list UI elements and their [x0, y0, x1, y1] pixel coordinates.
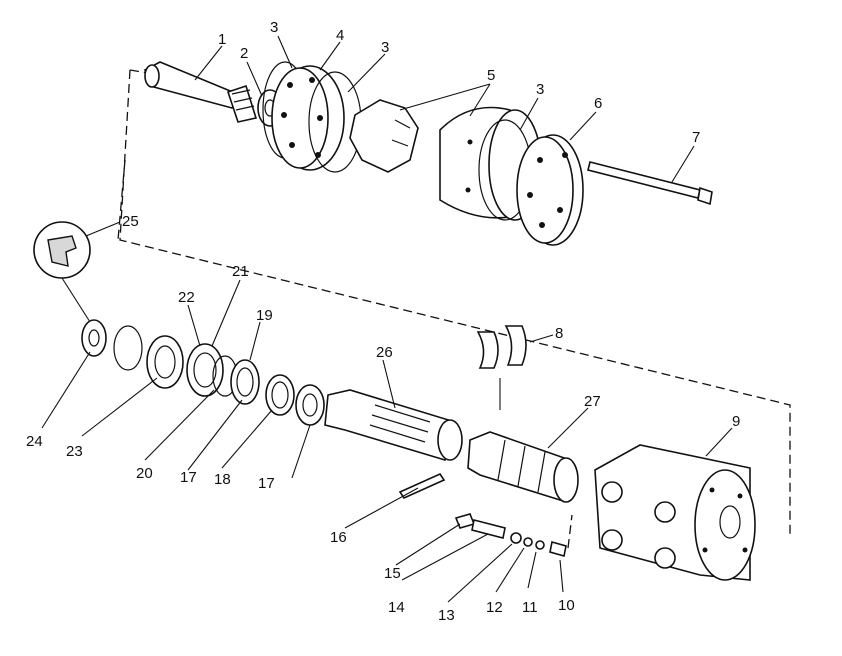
bushing: [146, 335, 184, 389]
callout-3a: 3: [270, 19, 278, 36]
callout-4: 4: [336, 27, 344, 44]
callout-14: 14: [388, 599, 405, 616]
callout-8: 8: [555, 325, 563, 342]
seal-ring-19: [230, 359, 260, 405]
shaft-seal: [81, 319, 107, 357]
leader-lines: [41, 35, 733, 603]
seal-detail-callout: [33, 221, 91, 323]
check-ball: [535, 540, 545, 550]
callout-22: 22: [178, 289, 195, 306]
callout-11: 11: [522, 599, 538, 616]
callout-numbers: 1 2 3 4 3 5 3 6 7 25 21 22 19 8 26 27 9 …: [26, 19, 740, 624]
callout-3b: 3: [381, 39, 389, 56]
callout-15: 15: [384, 565, 401, 582]
callout-26: 26: [376, 344, 393, 361]
callout-9: 9: [732, 413, 740, 430]
callout-20: 20: [136, 465, 153, 482]
callout-23: 23: [66, 443, 83, 460]
gerotor-star: [349, 99, 419, 173]
callout-21: 21: [232, 263, 249, 280]
callout-6: 6: [594, 95, 602, 112]
sleeve: [467, 431, 579, 503]
callout-2: 2: [240, 45, 248, 62]
check-ball-seat: [510, 532, 522, 544]
centering-springs: [476, 325, 527, 410]
callout-24: 24: [26, 433, 43, 450]
callout-18: 18: [214, 471, 231, 488]
callout-5: 5: [487, 67, 495, 84]
callout-1: 1: [218, 31, 226, 48]
end-cap: [516, 134, 584, 246]
callout-7: 7: [692, 129, 700, 146]
check-valve-plug: [454, 513, 476, 529]
callout-17b: 17: [258, 475, 275, 492]
callout-25: 25: [122, 213, 139, 230]
wear-plate: [271, 65, 345, 171]
valve-housing: [594, 444, 756, 581]
callout-19: 19: [256, 307, 273, 324]
callout-3c: 3: [536, 81, 544, 98]
cap-bolt: [587, 161, 713, 206]
check-valve-spring: [471, 519, 506, 539]
check-seat-insert: [549, 514, 573, 558]
callout-12: 12: [486, 599, 503, 616]
retaining-ring: [113, 325, 143, 371]
callout-17a: 17: [180, 469, 197, 486]
check-ball-retainer: [523, 537, 533, 547]
callout-13: 13: [438, 607, 455, 624]
callout-27: 27: [584, 393, 601, 410]
callout-10: 10: [558, 597, 575, 614]
bearing-race: [295, 384, 325, 426]
drive-shaft: [144, 61, 258, 123]
spool: [324, 389, 463, 462]
bearing-ring: [186, 343, 224, 397]
needle-bearing: [265, 374, 295, 416]
callout-16: 16: [330, 529, 347, 546]
